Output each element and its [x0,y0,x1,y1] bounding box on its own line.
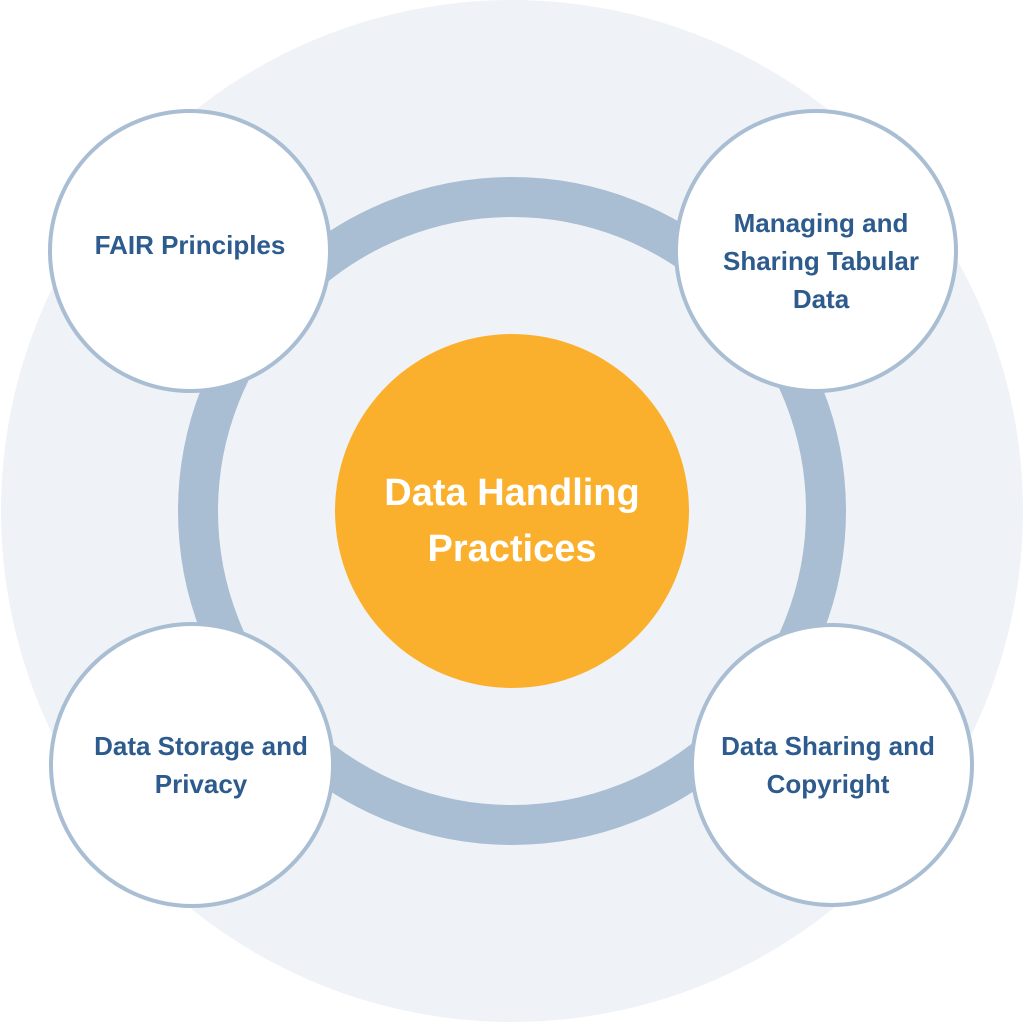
node-circle-storage [49,622,335,908]
center-title: Data Handling Practices [384,472,640,570]
node-label-fair: FAIR Principles [94,230,286,260]
node-label-storage: Data Storage and Privacy [94,731,308,799]
node-label-tabular: Managing and Sharing Tabular Data [723,208,919,314]
node-circle-copyright [690,623,974,907]
node-label-copyright: Data Sharing and Copyright [721,731,935,799]
node-circle-tabular [674,109,958,393]
node-circle-fair [48,109,332,393]
center-circle [335,334,689,688]
connecting-ring [178,177,846,845]
